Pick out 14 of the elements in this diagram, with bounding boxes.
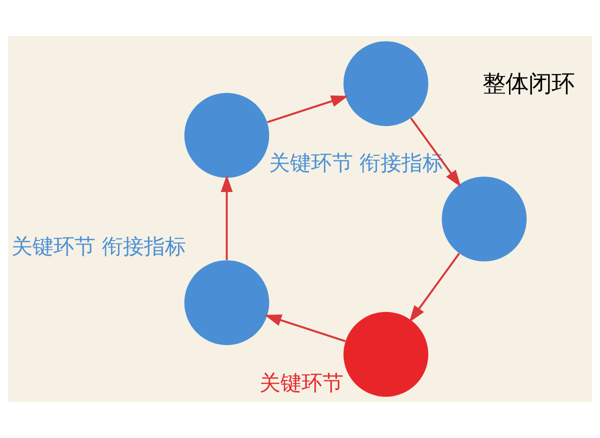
arrow <box>409 252 460 322</box>
arrow <box>220 174 233 260</box>
node-label: 关键环节 衔接指标 <box>268 150 444 175</box>
arrow <box>410 118 461 187</box>
node-circle <box>343 41 428 126</box>
node-circle <box>343 312 428 397</box>
node-label: 关键环节 衔接指标 <box>12 234 186 258</box>
node-label: 关键环节 <box>260 370 344 395</box>
node-circle <box>442 176 527 262</box>
arrow <box>264 314 346 342</box>
label: 整体闭环 <box>482 70 575 98</box>
arrow <box>267 95 348 124</box>
node-circle <box>184 92 270 178</box>
node-circle <box>184 260 270 346</box>
